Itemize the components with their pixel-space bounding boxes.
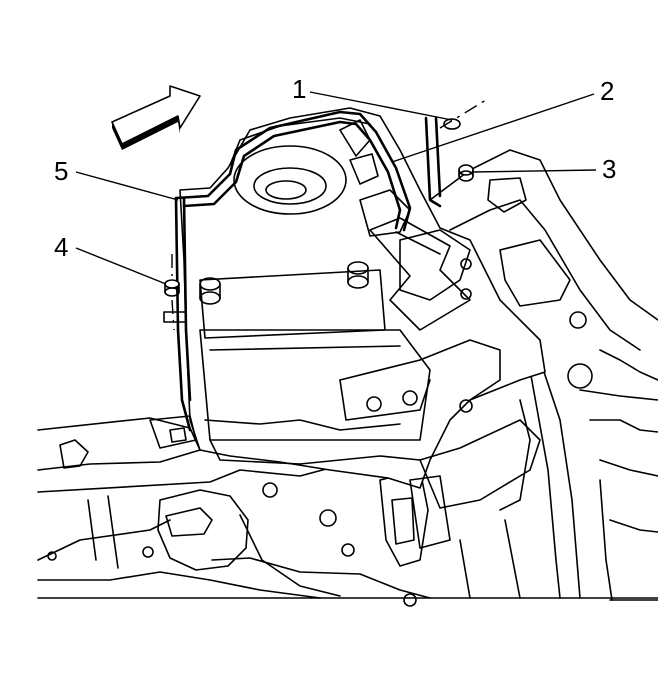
callout-3: 3 <box>602 154 616 184</box>
front-direction-arrow-icon <box>111 85 201 150</box>
vehicle-frame-structure <box>37 149 658 607</box>
callout-4: 4 <box>54 232 68 262</box>
callout-5: 5 <box>54 156 68 186</box>
callout-2: 2 <box>600 76 614 106</box>
retainer-nut <box>458 164 474 182</box>
tray-fastener <box>163 254 187 331</box>
hold-down-retainer-rod <box>424 99 487 208</box>
callout-1: 1 <box>292 74 306 104</box>
tray-retainer-strap <box>174 110 412 432</box>
tray-bracket <box>369 217 471 331</box>
callout-leaders <box>75 91 597 285</box>
